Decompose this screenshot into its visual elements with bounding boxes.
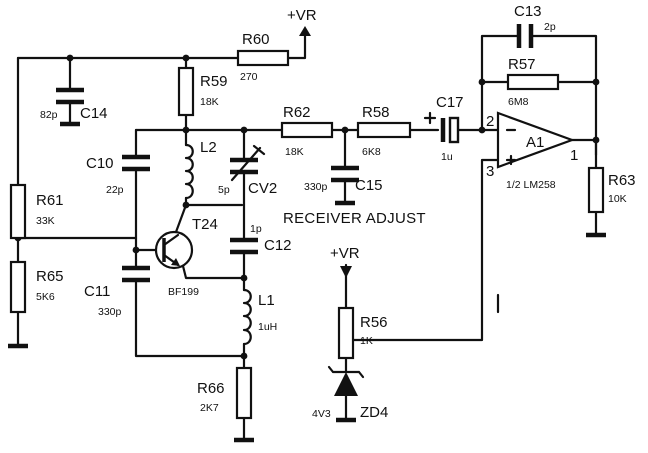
r61-ref: R61 — [36, 192, 64, 209]
c12-value: 1p — [250, 223, 262, 235]
c14-value: 82p — [40, 109, 58, 121]
r59-value: 18K — [200, 96, 219, 108]
c17-value: 1u — [441, 151, 453, 163]
resistor-r61 — [9, 183, 27, 240]
l1-value: 1uH — [258, 321, 277, 333]
r57-ref: R57 — [508, 56, 536, 73]
zener-zd4 — [327, 365, 365, 396]
supply-mid-label: +VR — [330, 245, 360, 262]
r56-ref: R56 — [360, 314, 388, 331]
c15-value: 330p — [304, 181, 328, 193]
resistor-r56 — [337, 306, 355, 360]
supply-mid-arrow — [340, 266, 352, 278]
ground-symbols — [8, 121, 606, 443]
capacitor-c13 — [516, 24, 534, 48]
inductor-l1 — [242, 288, 252, 346]
r56-value: 1K — [360, 335, 373, 347]
capacitor-c11 — [122, 265, 150, 283]
r58-ref: R58 — [362, 104, 390, 121]
cv2-ref: CV2 — [248, 180, 277, 197]
a1-pin-inverting: 2 — [486, 113, 494, 130]
r60-value: 270 — [240, 71, 258, 83]
c11-ref: C11 — [84, 283, 110, 300]
zd4-ref: ZD4 — [360, 404, 388, 421]
t24-ref: T24 — [192, 216, 218, 233]
r63-ref: R63 — [608, 172, 636, 189]
resistor-r57 — [506, 73, 560, 91]
resistor-r62 — [280, 121, 334, 139]
r62-value: 18K — [285, 146, 304, 158]
capacitor-c12 — [230, 237, 258, 255]
r66-ref: R66 — [197, 380, 225, 397]
resistor-r63 — [587, 166, 605, 214]
r58-value: 6K8 — [362, 146, 381, 158]
r62-ref: R62 — [283, 104, 311, 121]
r66-value: 2K7 — [200, 402, 219, 414]
c15-ref: C15 — [355, 177, 383, 194]
opamp-a1 — [496, 111, 576, 169]
supply-top-label: +VR — [287, 7, 317, 24]
variable-capacitor-cv2 — [230, 144, 266, 182]
c10-ref: C10 — [86, 155, 114, 172]
zd4-value: 4V3 — [312, 408, 331, 420]
c12-ref: C12 — [264, 237, 292, 254]
l2-ref: L2 — [200, 139, 217, 156]
resistor-r58 — [356, 121, 412, 139]
resistor-r66 — [235, 366, 253, 420]
cv2-value: 5p — [218, 184, 230, 196]
r57-value: 6M8 — [508, 96, 529, 108]
resistor-r65 — [9, 260, 27, 314]
inductor-l2 — [184, 143, 194, 200]
r65-ref: R65 — [36, 268, 64, 285]
t24-value: BF199 — [168, 286, 199, 298]
resistor-r59 — [177, 66, 195, 117]
capacitor-c17 — [423, 111, 460, 144]
transistor-t24 — [154, 230, 194, 270]
r60-ref: R60 — [242, 31, 270, 48]
c13-ref: C13 — [514, 3, 542, 20]
supply-top-arrow — [299, 26, 311, 36]
r63-value: 10K — [608, 193, 627, 205]
r61-value: 33K — [36, 215, 55, 227]
c14-ref: C14 — [80, 105, 108, 122]
resistor-r60 — [236, 49, 290, 67]
c11-value: 330p — [98, 306, 122, 318]
capacitor-c15 — [331, 165, 359, 183]
a1-pin-noninverting: 3 — [486, 163, 494, 180]
a1-ref: A1 — [526, 134, 544, 151]
capacitor-c10 — [122, 154, 150, 172]
c13-value: 2p — [544, 21, 556, 33]
c17-ref: C17 — [436, 94, 464, 111]
c10-value: 22p — [106, 184, 124, 196]
l1-ref: L1 — [258, 292, 275, 309]
capacitor-c14 — [56, 87, 84, 105]
a1-pin-output: 1 — [570, 147, 578, 164]
a1-value: 1/2 LM258 — [506, 179, 556, 191]
receiver-adjust-title: RECEIVER ADJUST — [283, 210, 426, 227]
r65-value: 5K6 — [36, 291, 55, 303]
r59-ref: R59 — [200, 73, 228, 90]
